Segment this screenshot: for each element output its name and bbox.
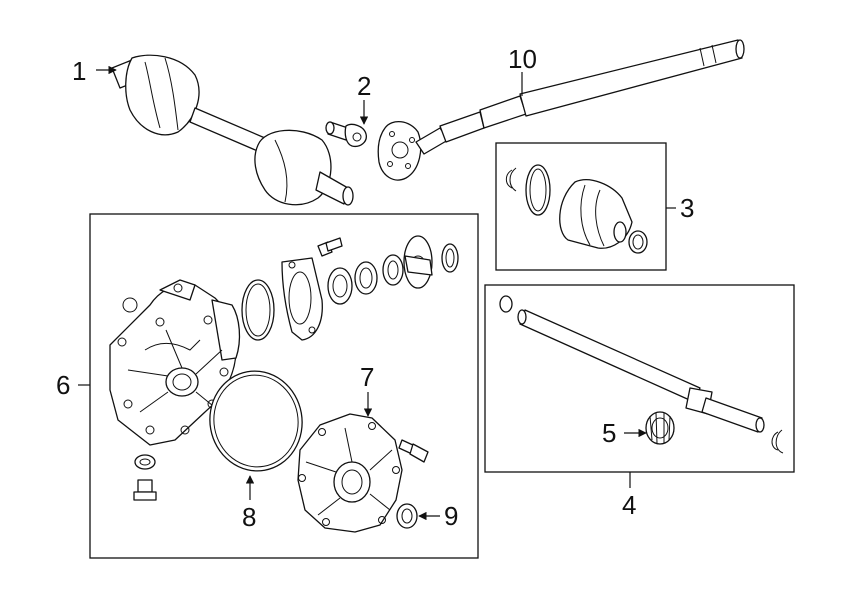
part-6-differential-assembly xyxy=(89,213,479,559)
callout-9: 9 xyxy=(444,501,458,531)
callout-6: 6 xyxy=(56,370,70,400)
part-5-bearing xyxy=(645,411,675,445)
part-8-gasket xyxy=(209,370,303,472)
callout-8: 8 xyxy=(242,502,256,532)
callout-2: 2 xyxy=(357,71,371,101)
callout-10: 10 xyxy=(508,44,537,74)
part-10-intermediate-shaft xyxy=(377,39,745,181)
part-3-box xyxy=(495,142,667,271)
part-9-seal xyxy=(396,503,418,529)
callout-7: 7 xyxy=(360,362,374,392)
callout-3: 3 xyxy=(680,193,694,223)
part-2-bolt xyxy=(325,121,367,148)
callout-1: 1 xyxy=(72,56,86,86)
part-1-axle-shaft xyxy=(111,54,354,206)
callout-5: 5 xyxy=(602,418,616,448)
part-7-cover xyxy=(297,413,403,533)
part-3-boot-kit xyxy=(495,142,667,271)
callout-4: 4 xyxy=(622,490,636,520)
cover-bolt xyxy=(398,439,429,463)
part-6-box xyxy=(89,213,479,559)
part-4-box xyxy=(484,284,795,473)
part-4-inner-shaft-kit xyxy=(484,284,795,473)
